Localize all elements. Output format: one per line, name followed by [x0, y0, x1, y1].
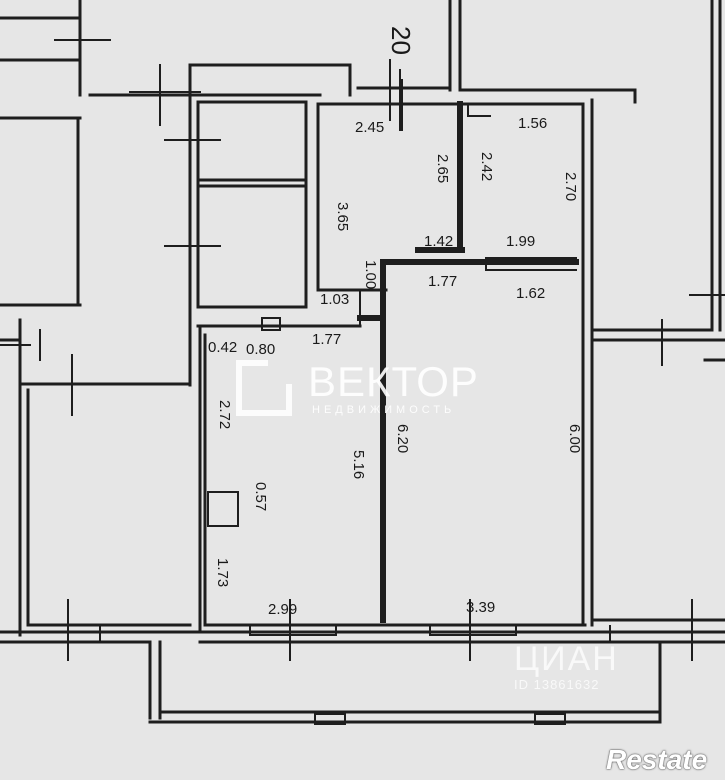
neighbour-walls-left	[0, 0, 202, 637]
dim-2-42: 2.42	[478, 152, 495, 181]
internal-walls	[357, 101, 579, 623]
neighbour-ticks-right	[661, 294, 725, 661]
dim-2-99: 2.99	[268, 601, 297, 618]
balcony-walls	[0, 640, 662, 724]
dim-2-72: 2.72	[216, 400, 233, 429]
dim-5-16: 5.16	[350, 450, 367, 479]
core-ticks	[164, 59, 401, 247]
neighbour-walls-right	[590, 0, 725, 362]
vektor-watermark: ВЕКТОР НЕДВИЖИМОСТЬ	[232, 356, 494, 426]
dim-2-65: 2.65	[434, 154, 451, 183]
dim-1-03: 1.03	[320, 291, 349, 308]
cian-watermark: ЦИАН ID 13861632	[514, 640, 619, 692]
dim-6-20: 6.20	[394, 424, 411, 453]
dim-1-56: 1.56	[518, 115, 547, 132]
internal-thin-lines	[207, 103, 577, 527]
dim-1-73: 1.73	[214, 558, 231, 587]
dim-1-77-lower: 1.77	[312, 331, 341, 348]
dim-3-39: 3.39	[466, 599, 495, 616]
dim-0-57: 0.57	[252, 482, 269, 511]
stair-number: 20	[386, 26, 416, 55]
dim-1-62: 1.62	[516, 285, 545, 302]
dimension-labels: 20 2.45 1.56 2.65 2.42 2.70 3.65 1.42 1.…	[208, 26, 583, 618]
core-walls	[88, 0, 637, 387]
watermark-subtitle: НЕДВИЖИМОСТЬ	[312, 404, 456, 416]
windows	[99, 79, 611, 725]
dim-2-70: 2.70	[562, 172, 579, 201]
dim-1-99: 1.99	[506, 233, 535, 250]
cian-name: ЦИАН	[514, 640, 619, 678]
restate-logo: Restate	[606, 744, 708, 775]
dim-6-00: 6.00	[566, 424, 583, 453]
dim-1-42: 1.42	[424, 233, 453, 250]
storage-rooms	[196, 100, 308, 309]
dim-1-00: 1.00	[362, 260, 379, 289]
dim-3-65: 3.65	[334, 202, 351, 231]
vektor-logo-icon	[236, 360, 292, 416]
neighbour-ticks-left	[0, 39, 201, 661]
cian-id: ID 13861632	[514, 677, 600, 692]
dim-2-45: 2.45	[355, 119, 384, 136]
dim-0-42: 0.42	[208, 339, 237, 356]
dim-0-80: 0.80	[246, 341, 275, 358]
dim-1-77-upper: 1.77	[428, 273, 457, 290]
watermark-brand: ВЕКТОР	[308, 358, 479, 405]
